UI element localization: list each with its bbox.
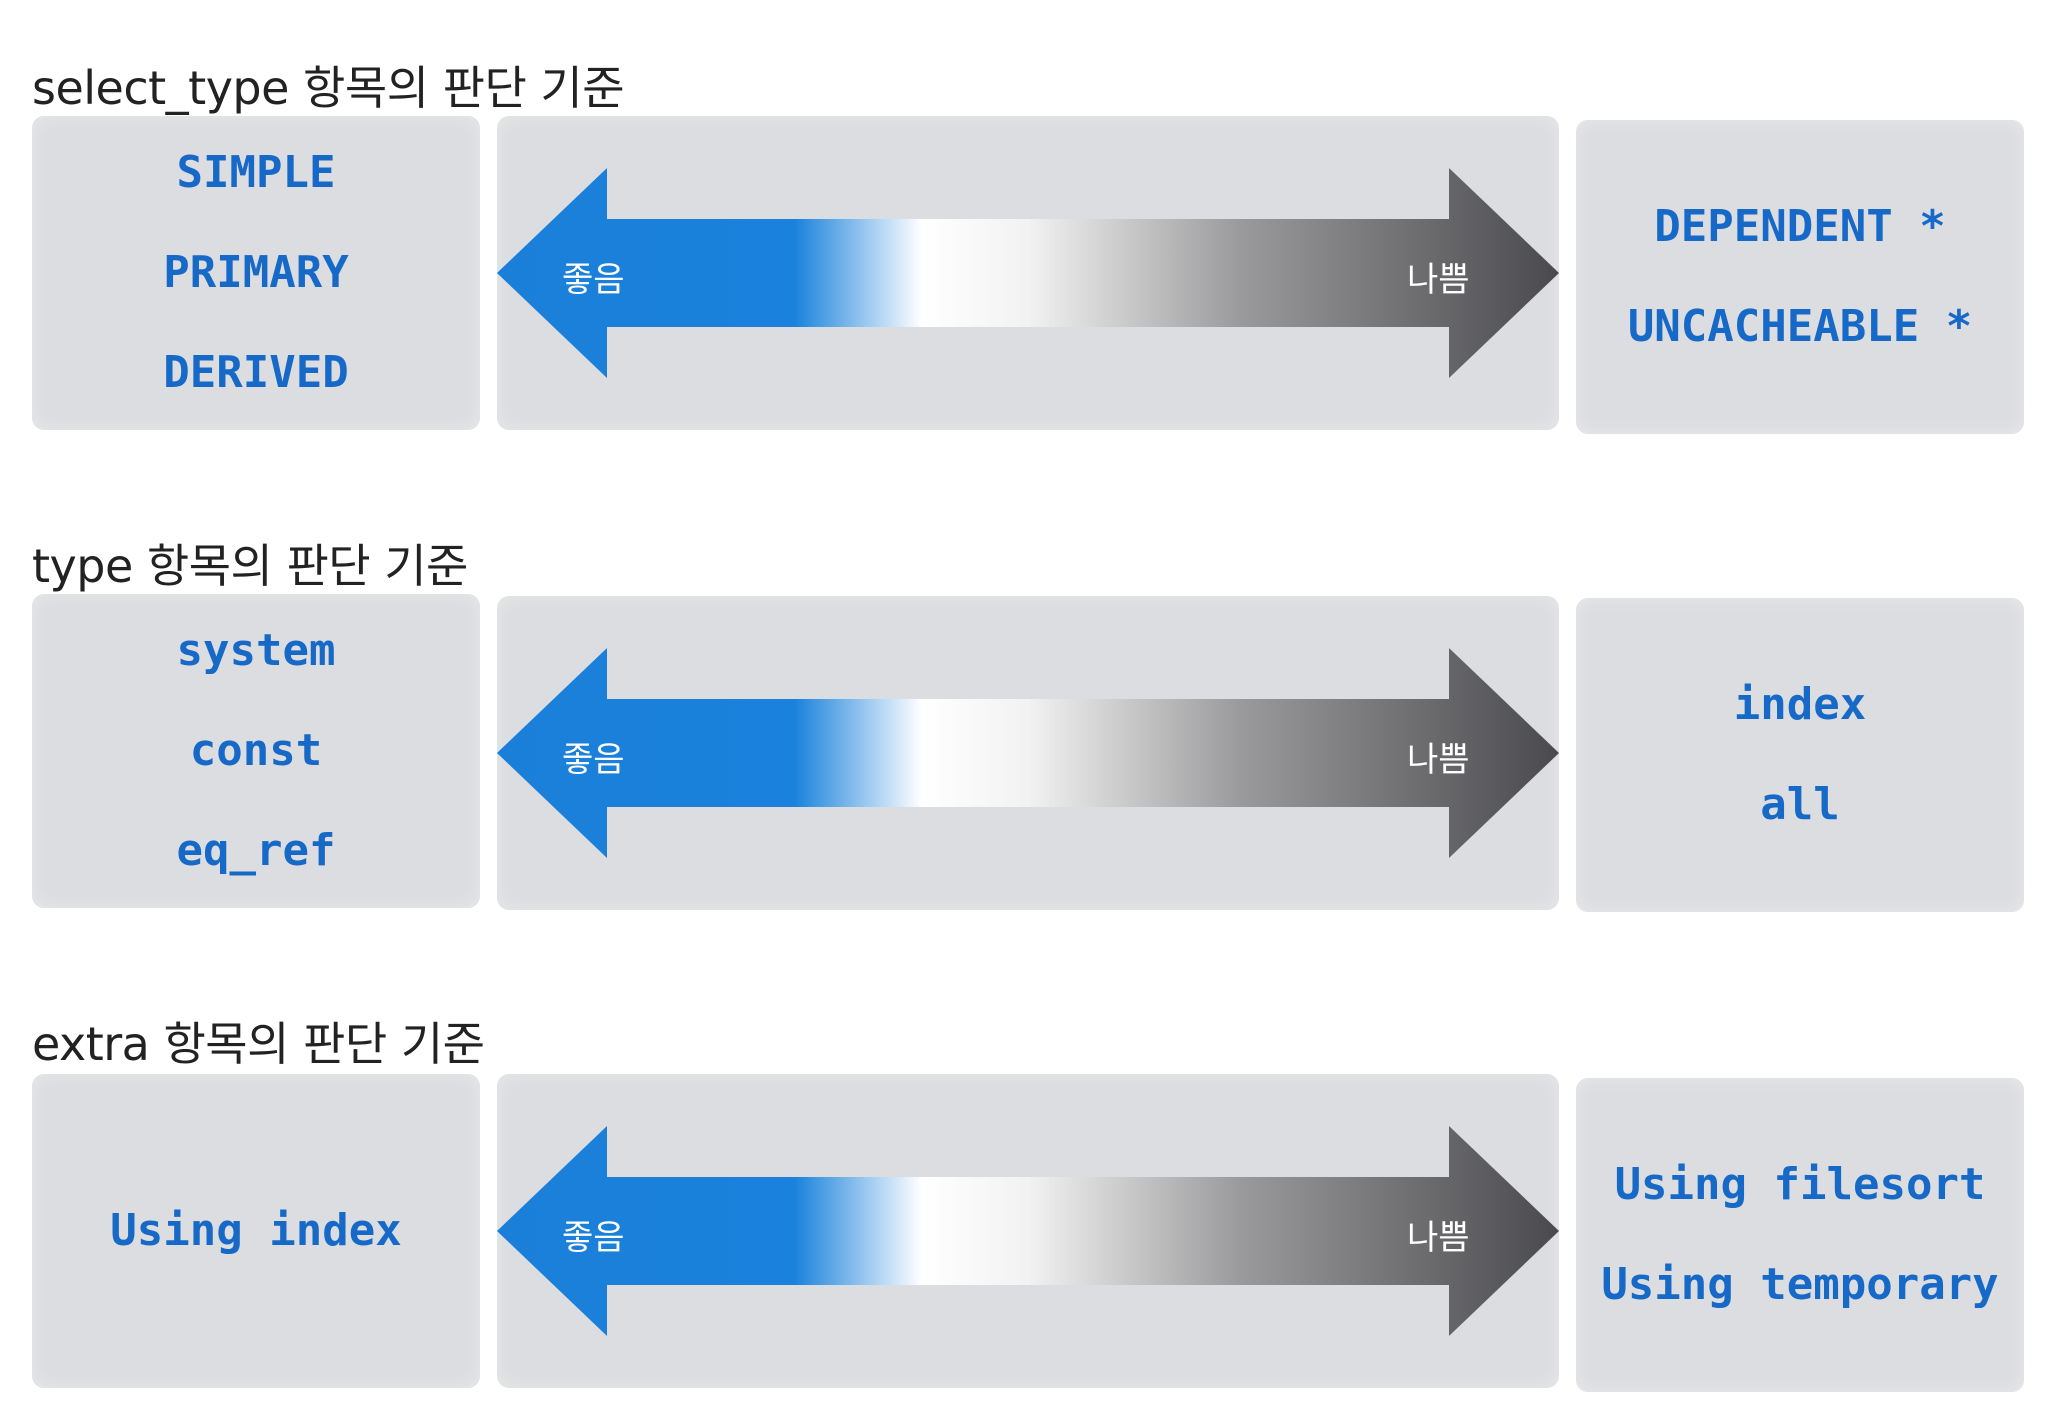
good-item: Using index (110, 1205, 402, 1256)
good-item: system (176, 625, 336, 676)
bad-item: index (1733, 679, 1867, 730)
bad-item: Using filesort (1614, 1159, 1986, 1210)
bad-item: Using temporary (1601, 1259, 1999, 1310)
bad-item: DEPENDENT * (1654, 201, 1946, 252)
good-item: const (189, 725, 323, 776)
bad-items-box: index all (1576, 598, 2024, 912)
arrow-box: 좋음 나쁨 (497, 596, 1559, 910)
good-items-box: Using index (32, 1074, 480, 1388)
arrow-box: 좋음 나쁨 (497, 116, 1559, 430)
bad-label: 나쁨 (1407, 1218, 1470, 1258)
good-item: eq_ref (176, 825, 336, 876)
section-select-type: select_type 항목의 판단 기준 SIMPLE PRIMARY DER… (0, 30, 2054, 450)
good-items-box: SIMPLE PRIMARY DERIVED (32, 116, 480, 430)
bad-items-box: DEPENDENT * UNCACHEABLE * (1576, 120, 2024, 434)
bad-label: 나쁨 (1407, 260, 1470, 300)
section-title: type 항목의 판단 기준 (32, 539, 468, 593)
bad-item: all (1760, 779, 1840, 830)
bad-items-box: Using filesort Using temporary (1576, 1078, 2024, 1392)
double-arrow-icon (497, 1126, 1559, 1336)
good-items-box: system const eq_ref (32, 594, 480, 908)
section-extra: extra 항목의 판단 기준 Using index 좋음 나쁨 Using … (0, 986, 2054, 1406)
section-title: extra 항목의 판단 기준 (32, 1017, 485, 1071)
bad-item: UNCACHEABLE * (1627, 301, 1973, 352)
good-label: 좋음 (562, 1218, 625, 1258)
double-arrow-icon (497, 648, 1559, 858)
good-item: SIMPLE (176, 147, 336, 198)
good-item: DERIVED (163, 347, 349, 398)
section-type: type 항목의 판단 기준 system const eq_ref 좋음 나쁨… (0, 508, 2054, 928)
arrow-box: 좋음 나쁨 (497, 1074, 1559, 1388)
good-label: 좋음 (562, 260, 625, 300)
good-label: 좋음 (562, 740, 625, 780)
section-title: select_type 항목의 판단 기준 (32, 61, 625, 115)
double-arrow-icon (497, 168, 1559, 378)
bad-label: 나쁨 (1407, 740, 1470, 780)
good-item: PRIMARY (163, 247, 349, 298)
